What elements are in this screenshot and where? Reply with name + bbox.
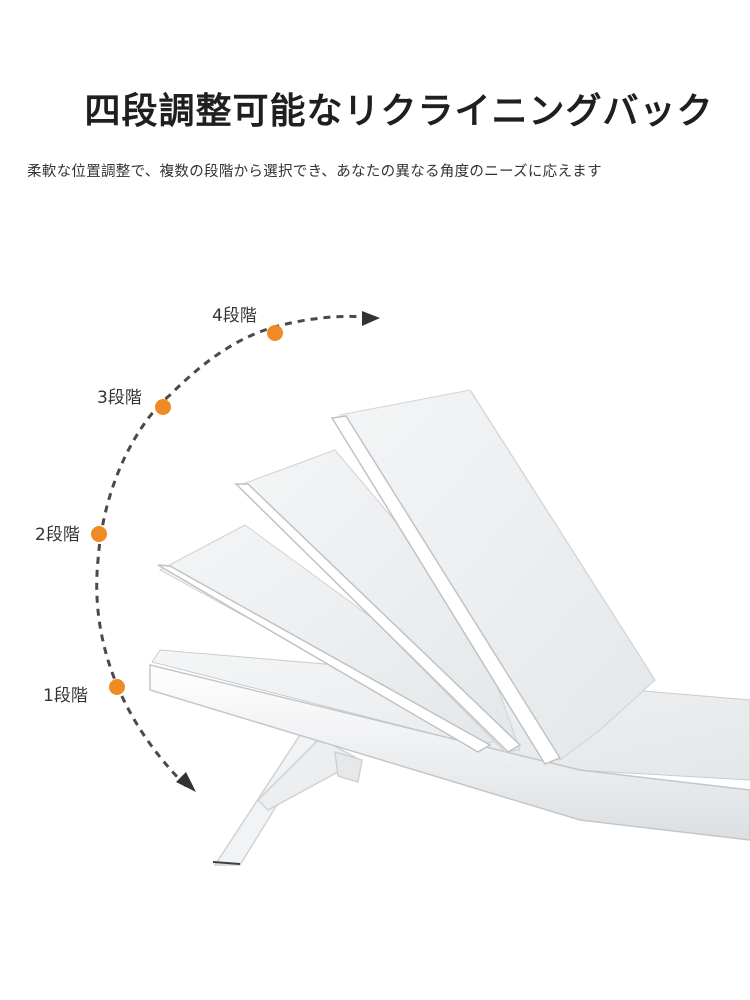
level-4-dot bbox=[267, 325, 283, 341]
level-1-dot bbox=[109, 679, 125, 695]
page-subtitle: 柔軟な位置調整で、複数の段階から選択でき、あなたの異なる角度のニーズに応えます bbox=[27, 164, 602, 180]
level-1-label: 1段階 bbox=[43, 686, 88, 706]
backrest-level-3 bbox=[330, 389, 656, 765]
arrow-down-icon bbox=[176, 772, 196, 792]
adjustment-arc bbox=[95, 314, 377, 788]
level-3-dot bbox=[155, 399, 171, 415]
level-2-label: 2段階 bbox=[35, 525, 80, 545]
level-4-label: 4段階 bbox=[212, 306, 257, 326]
level-3-label: 3段階 bbox=[97, 388, 142, 408]
lounger-legs bbox=[212, 734, 363, 866]
page-title: 四段調整可能なリクライニングバック bbox=[84, 91, 714, 132]
level-2-dot bbox=[91, 526, 107, 542]
arrow-right-icon bbox=[362, 311, 380, 326]
